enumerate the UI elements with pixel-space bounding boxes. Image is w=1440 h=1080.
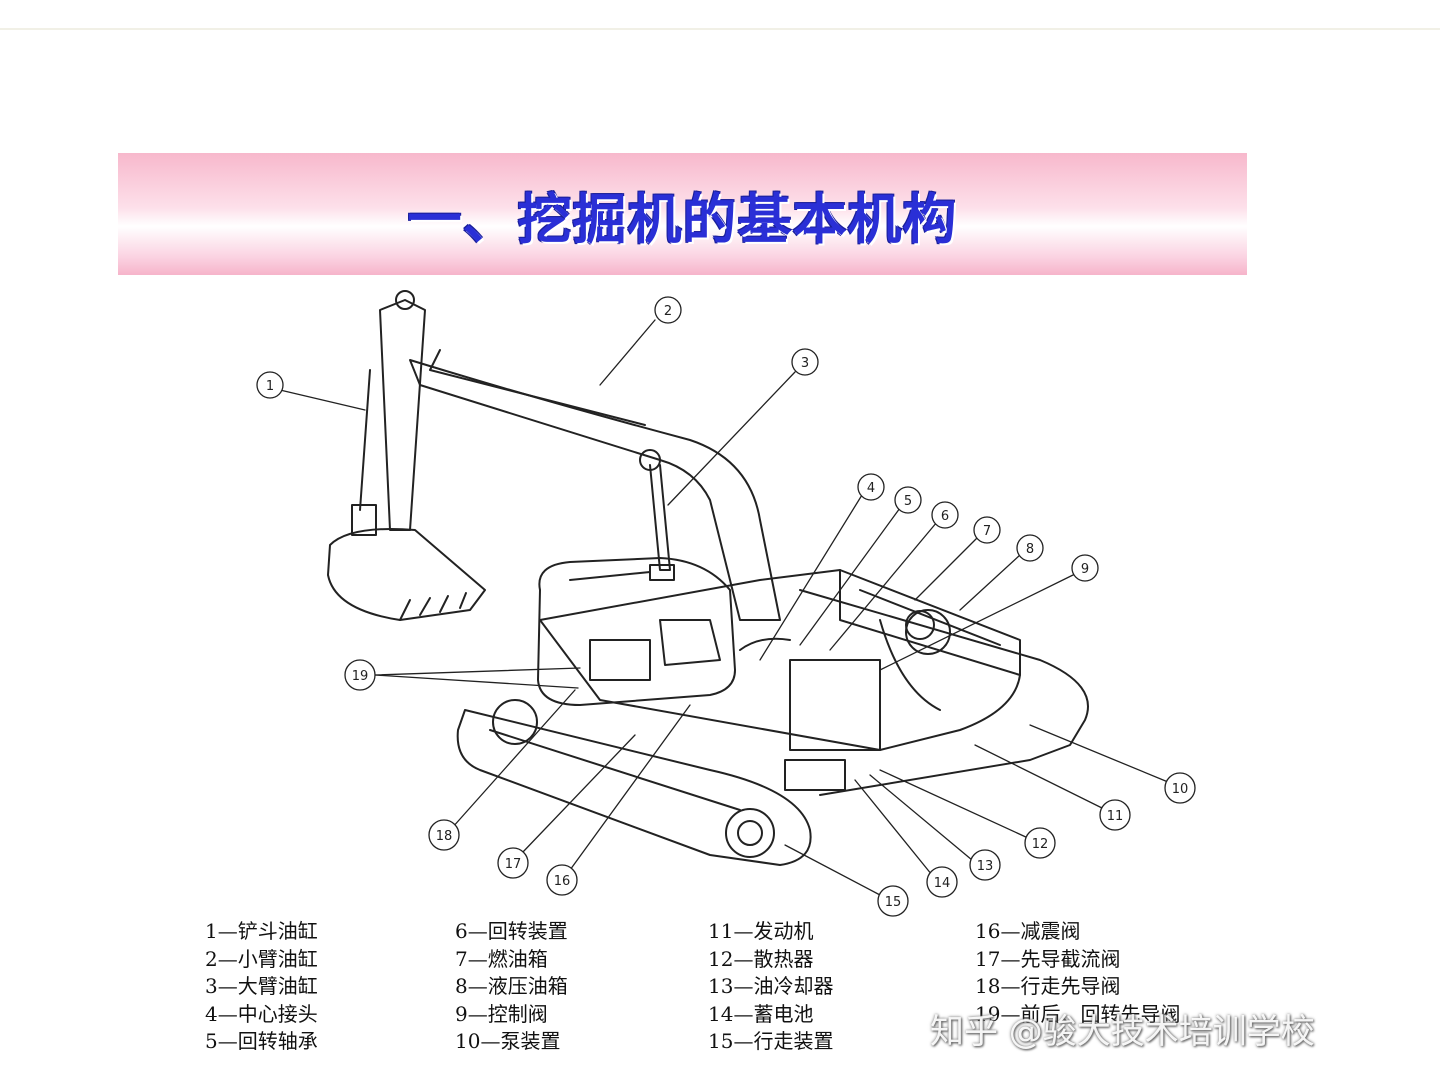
callout-17: [497, 734, 636, 879]
legend-item: 10—泵装置: [455, 1029, 561, 1053]
legend-item: 11—发动机: [708, 919, 814, 943]
callout-label-2: 2: [664, 304, 672, 319]
callout-7: [914, 516, 1001, 601]
callout-1: [256, 371, 366, 411]
callout-11: [974, 744, 1131, 831]
legend-item: 17—先导截流阀: [975, 946, 1121, 971]
boom: [409, 349, 781, 621]
watermark: 知乎 @骏大技术培训学校: [930, 1012, 1315, 1052]
legend-item: 3—大臂油缸: [205, 974, 318, 998]
stick-arm: [351, 290, 426, 536]
legend-item: 15—行走装置: [708, 1029, 834, 1053]
legend-item: 1—铲斗油缸: [205, 919, 318, 943]
callout-5: [799, 486, 922, 646]
legend-item: 5—回转轴承: [205, 1029, 318, 1053]
legend-item: 6—回转装置: [455, 919, 568, 943]
callout-labels: 1 2 3 4 5 6 7 8 9 10 11 12 13 14 15 16 1…: [266, 304, 1188, 910]
callout-12: [879, 769, 1056, 859]
callout-label-18: 18: [436, 829, 453, 844]
callout-14: [854, 779, 958, 898]
callout-6: [829, 501, 959, 651]
callout-label-1: 1: [266, 379, 274, 394]
legend-item: 14—蓄电池: [708, 1001, 814, 1026]
callout-3: [667, 348, 819, 506]
callout-18: [428, 689, 576, 851]
legend-item: 13—油冷却器: [708, 974, 834, 998]
callout-label-9: 9: [1081, 562, 1089, 577]
legend-item: 4—中心接头: [205, 1001, 318, 1026]
bucket: [327, 528, 486, 621]
rear-track: [799, 589, 1089, 796]
callout-19: [344, 659, 581, 691]
callout-label-12: 12: [1032, 837, 1049, 852]
legend-column-4: 16—减震阀 17—先导截流阀 18—行走先导阀 19—前后、回转先导阀: [975, 918, 1180, 1028]
callout-label-4: 4: [867, 481, 875, 496]
title-banner: 一、挖掘机的基本机构: [118, 153, 1247, 275]
callout-16: [546, 704, 691, 896]
callout-label-10: 10: [1172, 782, 1189, 797]
legend-column-2: 6—回转装置 7—燃油箱 8—液压油箱 9—控制阀 10—泵装置: [455, 918, 568, 1056]
callout-label-6: 6: [941, 509, 949, 524]
callout-label-13: 13: [977, 859, 994, 874]
callout-label-11: 11: [1107, 809, 1124, 824]
callout-13: [869, 774, 1001, 881]
excavator-diagram: 1 2 3 4 5 6 7 8 9 10 11 12 13 14 15 16 1…: [256, 290, 1196, 917]
legend-item: 8—液压油箱: [455, 974, 568, 998]
callout-label-17: 17: [505, 857, 522, 872]
callouts: [256, 296, 1196, 917]
legend-item: 9—控制阀: [455, 1001, 548, 1026]
operator-cab: [537, 557, 736, 706]
callout-label-5: 5: [904, 494, 912, 509]
legend-item: 19—前后、回转先导阀: [975, 1001, 1181, 1026]
callout-label-3: 3: [801, 356, 809, 371]
legend-item: 18—行走先导阀: [975, 974, 1121, 998]
legend-item: 12—散热器: [708, 946, 814, 971]
callout-label-16: 16: [554, 874, 571, 889]
callout-9: [879, 554, 1099, 671]
legend-item: 16—减震阀: [975, 919, 1081, 943]
crawler-track: [456, 699, 812, 866]
callout-label-19: 19: [352, 669, 369, 684]
callout-label-7: 7: [983, 524, 991, 539]
callout-2: [599, 296, 682, 386]
callout-8: [959, 534, 1044, 611]
callout-15: [784, 844, 909, 917]
callout-10: [1029, 724, 1196, 804]
page-title: 一、挖掘机的基本机构: [407, 187, 958, 251]
callout-4: [759, 473, 885, 661]
legend-item: 7—燃油箱: [455, 946, 548, 971]
callout-label-14: 14: [934, 876, 951, 891]
upper-structure: [539, 569, 1021, 791]
top-divider: [0, 28, 1440, 30]
legend-column-1: 1—铲斗油缸 2—小臂油缸 3—大臂油缸 4—中心接头 5—回转轴承: [205, 918, 318, 1056]
legend-column-3: 11—发动机 12—散热器 13—油冷却器 14—蓄电池 15—行走装置: [708, 918, 833, 1056]
callout-label-8: 8: [1026, 542, 1034, 557]
legend-item: 2—小臂油缸: [205, 946, 318, 971]
callout-label-15: 15: [885, 895, 902, 910]
